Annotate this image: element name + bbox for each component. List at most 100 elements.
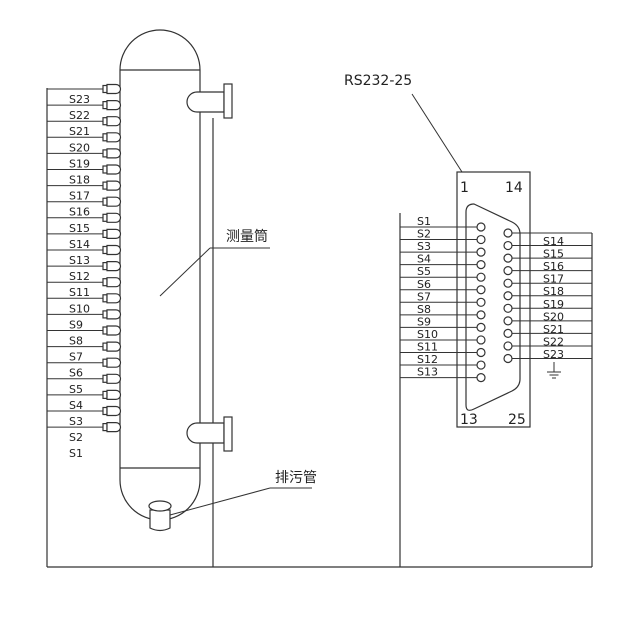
tube-sensor-label: S13	[69, 254, 90, 267]
connector-pin-label: S21	[543, 323, 564, 336]
drain-leader-line	[169, 487, 271, 516]
connector-pin: S22	[503, 328, 592, 348]
connector-pin-label: S22	[543, 335, 564, 348]
connector-pin-label: S7	[417, 290, 431, 303]
connector-pin: S16	[503, 253, 592, 273]
tube-sensor-label: S23	[69, 93, 90, 106]
upper-side-nozzle	[186, 83, 233, 119]
connector-title: RS232-25	[344, 73, 412, 89]
connector-pin-label: S15	[543, 248, 564, 261]
connector-pin-label: S20	[543, 310, 564, 323]
connector-pin-label: S17	[543, 273, 564, 286]
connector-pin: S14	[503, 228, 592, 248]
tube-sensor-label: S22	[69, 109, 90, 122]
tube-sensor: S11	[47, 277, 122, 299]
connector-pin: S5	[400, 265, 486, 282]
tube-sensor: S7	[47, 341, 122, 364]
tube-sensor: S5	[47, 373, 122, 396]
tube-sensor: S4	[47, 389, 122, 412]
connector-pin-ground	[503, 353, 592, 364]
tube-sensor: S10	[47, 293, 122, 315]
connector-pin-label: S5	[417, 265, 431, 278]
tube-sensor-label: S12	[69, 270, 90, 283]
tube-sensor: S13	[47, 244, 122, 267]
tube-sensor-label: S21	[69, 125, 90, 138]
connector-pin: S9	[400, 315, 486, 332]
pin-number-25: 25	[508, 412, 526, 428]
connector-pin: S21	[503, 316, 592, 336]
connector-pin-label: S16	[543, 260, 564, 273]
tube-sensor-label: S10	[69, 302, 90, 315]
tube-sensor-label: S7	[69, 351, 83, 364]
connector-pin-label: S9	[417, 315, 431, 328]
tube-sensor: S15	[47, 212, 122, 235]
tube-sensor-label: S18	[69, 174, 90, 187]
tube-sensor: S6	[47, 357, 122, 380]
tube-sensor: S12	[47, 261, 122, 283]
measuring-tube	[119, 29, 201, 521]
connector-pin-label: S14	[543, 235, 564, 248]
tube-sensor-label: S9	[69, 318, 83, 331]
tube-leader-line	[159, 247, 211, 297]
connector-pin: S19	[503, 291, 592, 311]
tube-sensor: S16	[47, 196, 122, 219]
connector-pin-label: S23	[543, 348, 564, 361]
connector-pin: S15	[503, 240, 592, 261]
connector-pin-label: S6	[417, 278, 431, 291]
tube-sensor-label: S6	[69, 367, 83, 380]
tube-sensor-label: S19	[69, 157, 90, 170]
connector-pin: S8	[400, 303, 486, 320]
tube-sensor: S20	[47, 132, 122, 154]
lower-side-nozzle	[186, 416, 233, 452]
drain-pipe-label: 排污管	[275, 470, 317, 486]
db25-connector	[456, 171, 531, 428]
connector-pin: S10	[400, 328, 486, 345]
tube-sensor: S2	[47, 422, 122, 444]
tube-sensor: S8	[47, 325, 122, 348]
connector-pin: S18	[503, 278, 592, 298]
connector-pin-label: S13	[417, 366, 438, 379]
tube-sensor: S19	[47, 148, 122, 170]
tube-sensor: S23	[47, 83, 122, 106]
tube-sensor-label: S15	[69, 222, 90, 235]
tube-sensor: S21	[47, 116, 122, 138]
tube-sensor-label: S5	[69, 383, 83, 396]
tube-sensor: S18	[47, 164, 122, 187]
connector-pin: S13	[400, 366, 486, 383]
connector-leader-line	[411, 93, 463, 173]
tube-sensor: S1	[69, 447, 83, 460]
tube-sensor-label: S20	[69, 141, 90, 154]
connector-pin: S3	[400, 240, 486, 257]
pin-number-13: 13	[460, 412, 478, 428]
connector-pin: S4	[400, 253, 486, 270]
connector-pin-label: S19	[543, 298, 564, 311]
tube-sensor-label: S11	[69, 286, 90, 299]
drain-pipe	[148, 500, 172, 532]
connector-pin: S6	[400, 278, 486, 295]
connector-pin: S11	[400, 341, 486, 358]
tube-sensor-label: S14	[69, 238, 90, 251]
pin-number-1: 1	[460, 180, 469, 196]
tube-sensor-label: S8	[69, 335, 83, 348]
tube-sensor-label: S3	[69, 415, 83, 428]
connector-pin: S23	[503, 341, 592, 361]
connector-pin-label: S2	[417, 228, 431, 241]
tube-sensor-array: S23S22S21S20S19S18S17S16S15S14S13S12S11S…	[47, 83, 122, 460]
connector-pin: S12	[400, 353, 486, 370]
ground-icon	[547, 362, 561, 379]
tube-sensor: S22	[47, 100, 122, 122]
connector-pin-label: S1	[417, 215, 431, 228]
tube-sensor-label: S1	[69, 447, 83, 460]
connector-pin: S17	[503, 266, 592, 286]
tube-sensor-label: S2	[69, 431, 83, 444]
tube-sensor: S17	[47, 180, 122, 203]
tube-sensor-label: S4	[69, 399, 83, 412]
connector-pin: S2	[400, 228, 486, 245]
tube-sensor-label: S16	[69, 206, 90, 219]
connector-pin-label: S8	[417, 303, 431, 316]
measuring-tube-label: 测量筒	[226, 228, 268, 245]
connector-pin-label: S12	[417, 353, 438, 366]
pin-number-14: 14	[505, 180, 523, 196]
